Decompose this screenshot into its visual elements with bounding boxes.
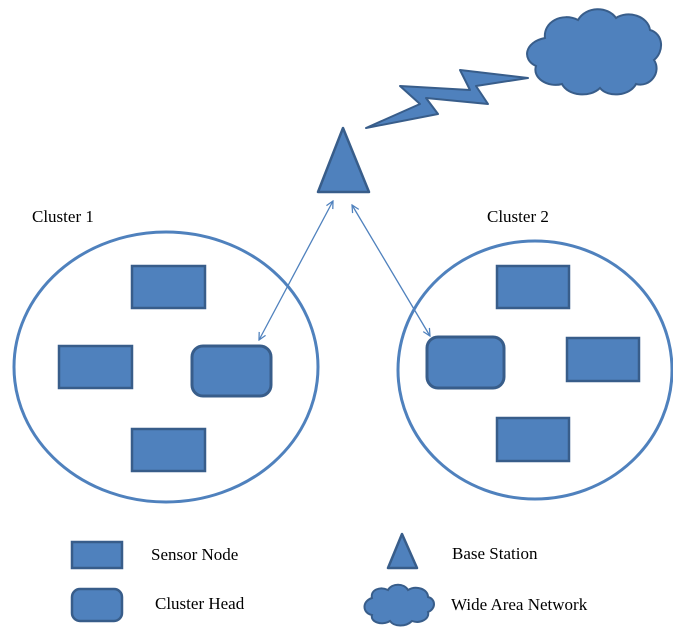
legend: Sensor Node Cluster Head Base Station Wi… <box>70 532 588 627</box>
cluster-2-label: Cluster 2 <box>487 207 549 226</box>
legend-sensor-node-icon <box>70 540 124 570</box>
cluster-1-label: Cluster 1 <box>32 207 94 226</box>
wireless-link-icon <box>365 69 529 129</box>
legend-wan-label: Wide Area Network <box>451 595 588 614</box>
legend-base-station-label: Base Station <box>452 544 538 563</box>
cluster-1 <box>12 230 320 504</box>
cluster-2 <box>396 239 673 501</box>
sensor-node <box>57 344 134 390</box>
cluster-2-boundary <box>396 239 673 501</box>
legend-base-station-icon <box>386 532 419 570</box>
sensor-node <box>565 336 641 383</box>
sensor-node <box>130 427 207 473</box>
sensor-node <box>495 264 571 310</box>
legend-sensor-node-label: Sensor Node <box>151 545 238 564</box>
link-base-to-cluster1-head <box>259 201 333 340</box>
legend-cluster-head-icon <box>70 587 124 623</box>
cluster-head <box>190 344 273 398</box>
sensor-node <box>130 264 207 310</box>
sensor-node <box>495 416 571 463</box>
wan-cloud-icon <box>526 8 662 96</box>
link-base-to-cluster2-head <box>352 205 430 336</box>
legend-cluster-head-label: Cluster Head <box>155 594 245 613</box>
base-station-icon <box>316 126 371 194</box>
legend-wan-cloud-icon <box>363 583 435 627</box>
cluster-1-boundary <box>12 230 320 504</box>
cluster-head <box>425 335 506 390</box>
